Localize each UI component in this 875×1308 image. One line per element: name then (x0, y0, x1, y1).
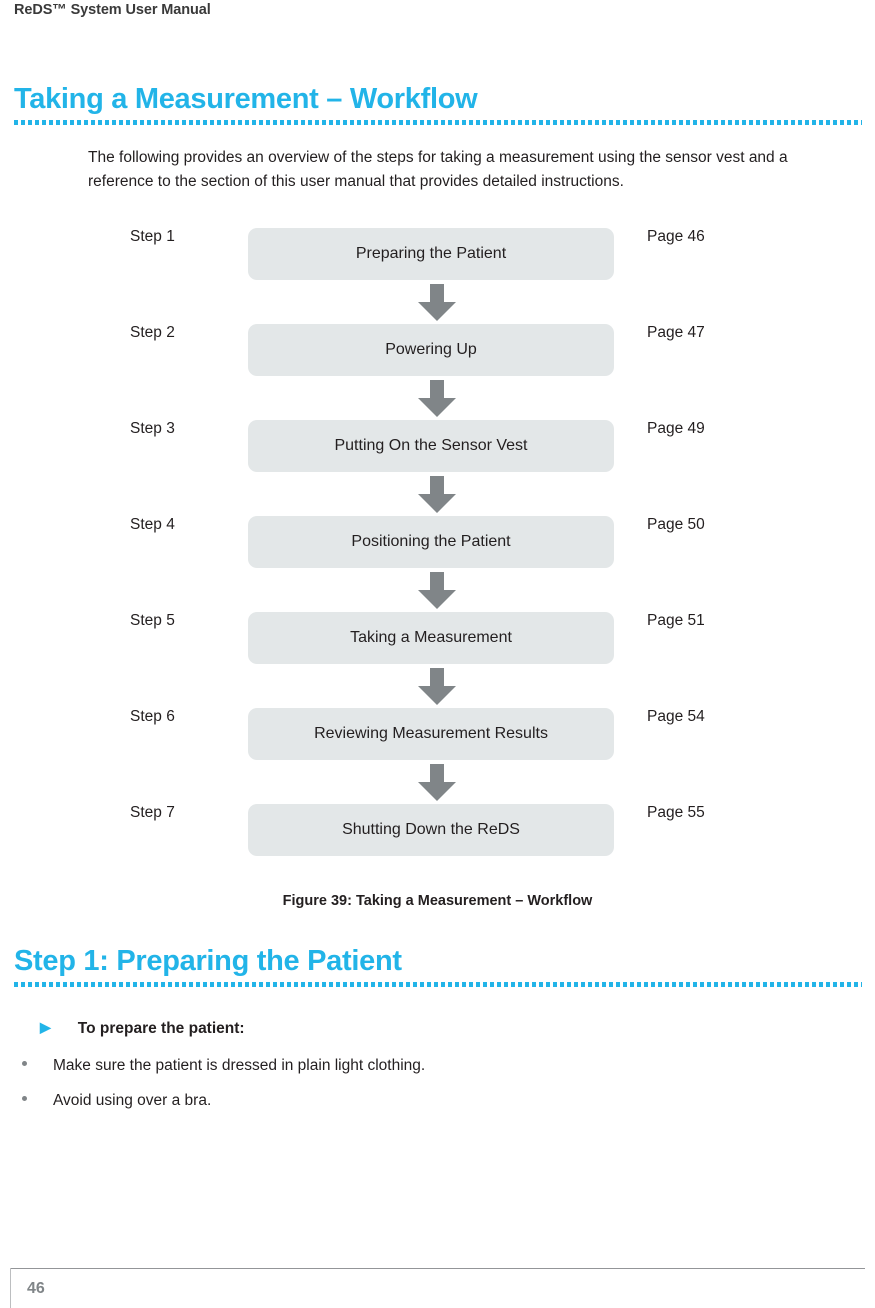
arrow-gap (0, 764, 875, 804)
page-reference: Page 55 (647, 804, 705, 821)
footer-divider (10, 1268, 865, 1269)
flow-step-box: Taking a Measurement (248, 612, 614, 664)
bullet-dot-icon (22, 1061, 27, 1066)
page-reference: Page 51 (647, 612, 705, 629)
flow-step-title: Powering Up (385, 341, 477, 358)
page-reference: Page 46 (647, 228, 705, 245)
flow-step-title: Taking a Measurement (350, 629, 512, 646)
flow-step-title: Reviewing Measurement Results (314, 725, 548, 742)
running-header: ReDS™ System User Manual (14, 2, 211, 18)
workflow-diagram: Step 1 Preparing the Patient Page 46 Ste… (0, 228, 875, 860)
list-item: Avoid using over a bra. (22, 1092, 211, 1110)
flow-row: Step 5 Taking a Measurement Page 51 (0, 612, 875, 668)
step-label: Step 2 (130, 324, 175, 341)
flow-step-box: Putting On the Sensor Vest (248, 420, 614, 472)
flow-step-box: Positioning the Patient (248, 516, 614, 568)
page-title: Taking a Measurement – Workflow (14, 83, 478, 115)
footer-page-number: 46 (27, 1280, 45, 1297)
section-heading-step1: Step 1: Preparing the Patient (14, 945, 862, 988)
page-reference: Page 54 (647, 708, 705, 725)
flow-row: Step 7 Shutting Down the ReDS Page 55 (0, 804, 875, 860)
flow-step-box: Reviewing Measurement Results (248, 708, 614, 760)
list-item-text: Make sure the patient is dressed in plai… (53, 1057, 426, 1074)
step-label: Step 1 (130, 228, 175, 245)
arrow-gap (0, 476, 875, 516)
flow-step-box: Powering Up (248, 324, 614, 376)
page-reference: Page 49 (647, 420, 705, 437)
step-label: Step 5 (130, 612, 175, 629)
triangle-marker-icon: ▶ (40, 1019, 51, 1035)
intro-paragraph: The following provides an overview of th… (88, 149, 788, 190)
heading-dashed-rule (14, 120, 862, 126)
arrow-gap (0, 572, 875, 612)
step-label: Step 6 (130, 708, 175, 725)
flow-step-title: Preparing the Patient (355, 245, 507, 262)
flow-step-title: Positioning the Patient (351, 533, 511, 550)
figure-caption: Figure 39: Taking a Measurement – Workfl… (282, 893, 593, 909)
page-reference: Page 50 (647, 516, 705, 533)
footer-left-edge (10, 1268, 11, 1308)
flow-row: Step 3 Putting On the Sensor Vest Page 4… (0, 420, 875, 476)
arrow-gap (0, 380, 875, 420)
arrow-down-icon (418, 668, 456, 705)
arrow-gap (0, 668, 875, 708)
list-item-text: Avoid using over a bra. (53, 1092, 212, 1109)
arrow-down-icon (418, 476, 456, 513)
step-label: Step 7 (130, 804, 175, 821)
flow-step-title: Shutting Down the ReDS (342, 821, 520, 838)
bullet-dot-icon (22, 1096, 27, 1101)
flow-row: Step 1 Preparing the Patient Page 46 (0, 228, 875, 284)
flow-step-box: Shutting Down the ReDS (248, 804, 614, 856)
list-item: Make sure the patient is dressed in plai… (22, 1057, 425, 1075)
arrow-down-icon (418, 572, 456, 609)
arrow-down-icon (418, 380, 456, 417)
section-heading-workflow: Taking a Measurement – Workflow (14, 83, 862, 126)
arrow-down-icon (418, 284, 456, 321)
flow-step-title: Putting On the Sensor Vest (334, 437, 528, 454)
flow-row: Step 6 Reviewing Measurement Results Pag… (0, 708, 875, 764)
arrow-gap (0, 284, 875, 324)
flow-row: Step 4 Positioning the Patient Page 50 (0, 516, 875, 572)
flow-step-box: Preparing the Patient (248, 228, 614, 280)
step-label: Step 3 (130, 420, 175, 437)
procedure-heading-text: To prepare the patient: (77, 1020, 245, 1037)
page-reference: Page 47 (647, 324, 705, 341)
flow-row: Step 2 Powering Up Page 47 (0, 324, 875, 380)
step-label: Step 4 (130, 516, 175, 533)
section-title: Step 1: Preparing the Patient (14, 945, 402, 977)
arrow-down-icon (418, 764, 456, 801)
procedure-heading: ▶ To prepare the patient: (40, 1019, 245, 1038)
heading-dashed-rule (14, 982, 862, 988)
